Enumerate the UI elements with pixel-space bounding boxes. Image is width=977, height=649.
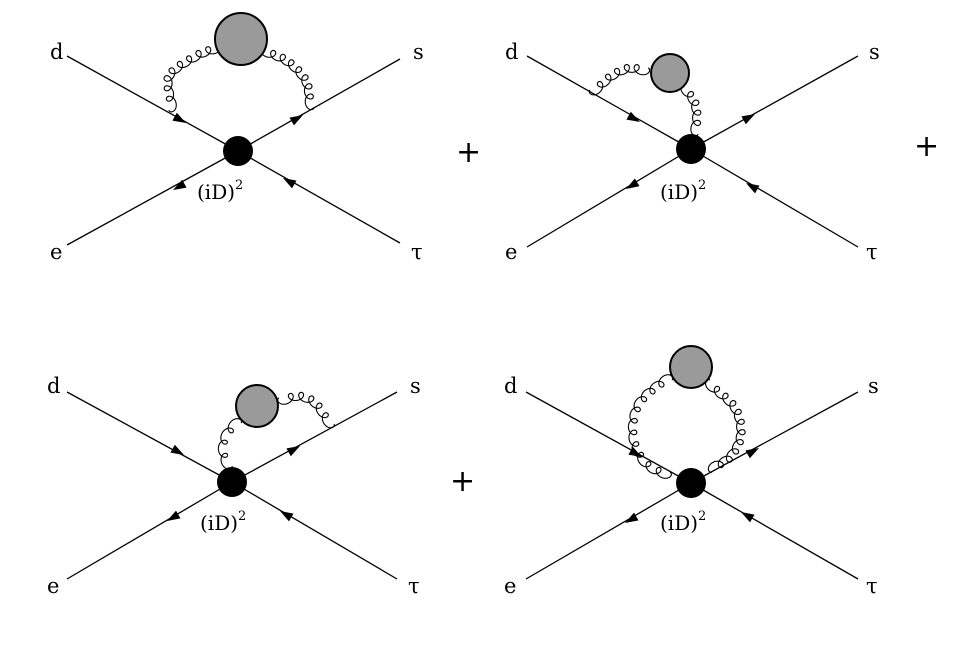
- vertex-dot: [676, 134, 706, 164]
- label-top-right: s: [869, 40, 880, 64]
- arrow-icon: [626, 178, 640, 189]
- d-quark-line: [66, 55, 239, 152]
- gluon-line: [705, 378, 746, 473]
- vertex-dot: [223, 136, 253, 166]
- tau-lepton-line: [237, 150, 401, 244]
- diagram-3: d s e τ (iD)2: [47, 374, 421, 598]
- vertex-dot: [676, 468, 706, 498]
- gluon-line: [217, 418, 243, 470]
- s-quark-line: [237, 58, 401, 152]
- vertex-label: (iD)2: [660, 178, 706, 204]
- arrow-icon: [167, 510, 181, 521]
- plus-operator: +: [914, 129, 939, 164]
- arrow-icon: [172, 112, 186, 123]
- label-bottom-left: e: [47, 574, 59, 598]
- vertex-label: (iD)2: [660, 509, 706, 535]
- vertex-label: (iD)2: [197, 178, 243, 204]
- label-top-right: s: [413, 40, 424, 64]
- label-bottom-right: τ: [408, 574, 420, 598]
- tau-lepton-line: [690, 148, 859, 248]
- label-bottom-right: τ: [866, 574, 878, 598]
- arrow-icon: [283, 178, 297, 189]
- vertex-dot: [217, 467, 247, 497]
- gluon-line: [277, 391, 335, 429]
- gluon-line: [680, 82, 702, 137]
- diagram-4: d s e τ (iD)2: [504, 345, 879, 598]
- d-quark-line: [525, 391, 692, 484]
- gluon-line: [163, 43, 222, 113]
- plus-operator: +: [456, 135, 481, 170]
- blob-icon: [235, 384, 279, 428]
- blob-icon: [650, 53, 690, 93]
- label-top-left: d: [50, 40, 63, 64]
- tau-lepton-line: [231, 481, 398, 580]
- gluon-line: [588, 64, 651, 96]
- arrow-icon: [625, 512, 639, 523]
- e-lepton-line: [525, 482, 692, 580]
- label-bottom-left: e: [505, 240, 517, 264]
- label-top-left: d: [505, 40, 518, 64]
- label-bottom-left: e: [504, 574, 516, 598]
- e-lepton-line: [66, 481, 233, 580]
- arrow-icon: [280, 511, 294, 522]
- arrow-icon: [746, 183, 760, 194]
- s-quark-line: [690, 55, 859, 150]
- label-top-left: d: [47, 374, 60, 398]
- d-quark-line: [66, 391, 233, 483]
- tau-lepton-line: [690, 482, 859, 580]
- plus-operator: +: [450, 464, 475, 499]
- diagram-1: d s e τ (iD)2: [50, 12, 424, 264]
- label-top-left: d: [504, 374, 517, 398]
- arrow-icon: [289, 115, 303, 126]
- arrow-icon: [173, 179, 187, 190]
- arrow-icon: [170, 444, 184, 455]
- e-lepton-line: [66, 150, 239, 246]
- label-bottom-right: τ: [411, 240, 423, 264]
- vertex-label: (iD)2: [200, 509, 246, 535]
- label-top-right: s: [410, 374, 421, 398]
- e-lepton-line: [526, 148, 692, 248]
- blob-icon: [669, 345, 713, 389]
- s-quark-line: [690, 391, 859, 484]
- blob-icon: [214, 12, 268, 66]
- d-quark-line: [526, 55, 692, 150]
- label-top-right: s: [868, 374, 879, 398]
- arrow-icon: [741, 512, 755, 523]
- arrow-icon: [286, 446, 300, 457]
- label-bottom-left: e: [50, 240, 62, 264]
- label-bottom-right: τ: [866, 240, 878, 264]
- s-quark-line: [231, 391, 398, 483]
- arrow-icon: [626, 111, 640, 122]
- diagram-2: d s e τ (iD)2: [505, 40, 880, 264]
- gluon-line: [260, 46, 315, 111]
- arrow-icon: [741, 114, 755, 125]
- arrow-icon: [745, 448, 759, 459]
- arrow-icon: [628, 446, 642, 457]
- gluon-line: [627, 374, 674, 479]
